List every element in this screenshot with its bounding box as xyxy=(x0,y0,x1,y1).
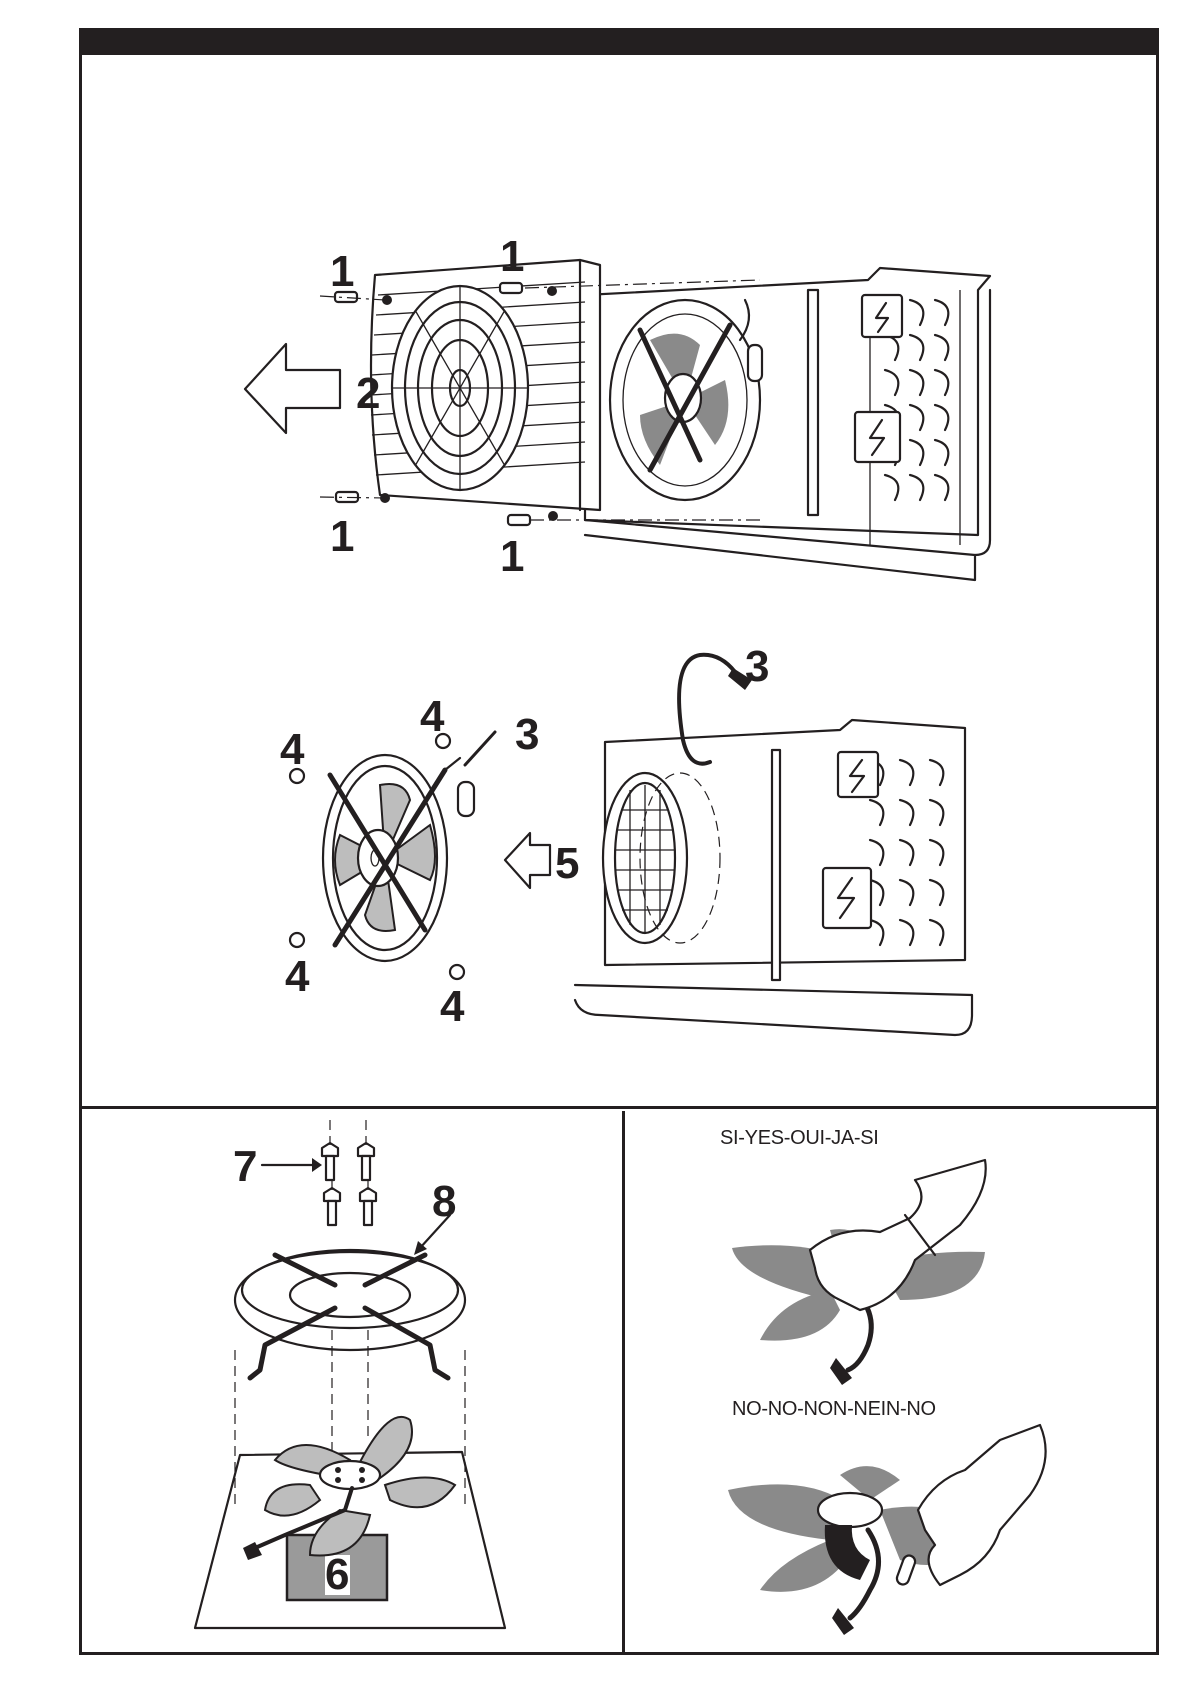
bolt-icon xyxy=(320,1141,378,1227)
electric-hazard-icon xyxy=(874,301,890,334)
incorrect-handling-illustration xyxy=(728,1423,1047,1635)
screw-icon xyxy=(333,281,532,527)
callout-cap-nut-3: 4 xyxy=(285,952,310,1001)
callout-cap-nut-4: 4 xyxy=(440,982,465,1031)
callout-support-block: 6 xyxy=(325,1550,350,1599)
page-frame xyxy=(79,28,1159,1655)
horizontal-divider xyxy=(80,1106,1156,1109)
callout-screw-top-right: 1 xyxy=(500,232,525,281)
header-bar xyxy=(79,28,1159,55)
callout-cap-nut-2: 4 xyxy=(420,692,445,741)
fan-extraction-illustration xyxy=(288,652,974,1037)
callout-screw-bottom-left: 1 xyxy=(330,512,355,561)
electric-hazard-icon xyxy=(836,876,856,920)
callout-bolts: 7 xyxy=(233,1142,258,1191)
callout-fan-guard: 8 xyxy=(432,1177,457,1226)
callout-screw-bottom-right: 1 xyxy=(500,532,525,581)
electric-hazard-icon xyxy=(868,418,886,457)
cap-nut-icon xyxy=(288,732,466,981)
callout-cap-nut-1: 4 xyxy=(280,725,305,774)
vertical-divider xyxy=(622,1111,625,1655)
callout-grille: 2 xyxy=(356,369,381,418)
unit-with-grille-illustration xyxy=(243,258,992,582)
callout-plug-fan: 3 xyxy=(515,710,540,759)
correct-handling-illustration xyxy=(732,1158,987,1385)
caption-correct-handling: SI-YES-OUI-JA-SI xyxy=(720,1127,879,1149)
callout-plug-unit: 3 xyxy=(745,642,770,691)
arrow-left-icon xyxy=(503,831,552,890)
callout-fan-extract: 5 xyxy=(555,839,580,888)
caption-incorrect-handling: NO-NO-NON-NEIN-NO xyxy=(732,1398,936,1420)
electric-hazard-icon xyxy=(848,758,866,794)
callout-screw-top-left: 1 xyxy=(330,247,355,296)
arrow-left-icon xyxy=(243,342,342,435)
